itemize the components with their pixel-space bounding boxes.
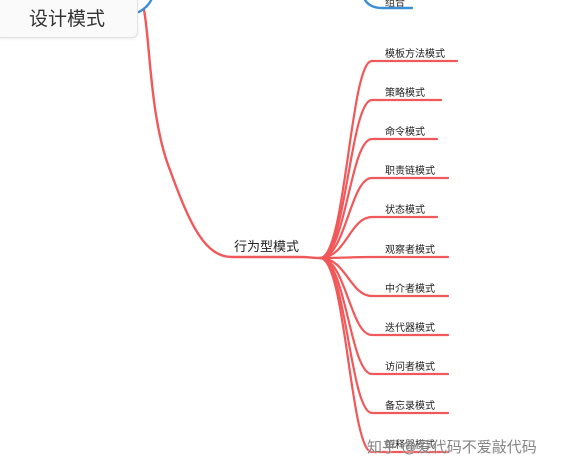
root-to-branch-connector xyxy=(142,8,322,260)
leaf-node[interactable]: 解释器模式 xyxy=(385,440,435,451)
branch-node-label: 行为型模式 xyxy=(234,240,300,255)
leaf-connector xyxy=(318,176,450,260)
root-node[interactable]: 设计模式 xyxy=(0,0,138,38)
leaf-connector xyxy=(318,255,450,260)
leaf-node[interactable]: 策略模式 xyxy=(385,88,425,99)
leaf-node[interactable]: 职责链模式 xyxy=(385,166,435,177)
leaf-node[interactable]: 模板方法模式 xyxy=(385,49,445,60)
root-to-structural-connector xyxy=(137,0,153,14)
leaf-label: 组合 xyxy=(385,0,405,9)
leaf-connector xyxy=(318,256,450,454)
leaf-node-partial-top[interactable]: 组合 xyxy=(385,0,405,9)
root-node-label: 设计模式 xyxy=(29,7,106,30)
leaf-node[interactable]: 中介者模式 xyxy=(385,284,435,295)
leaf-connector xyxy=(318,256,450,298)
branch-node-behavioral[interactable]: 行为型模式 xyxy=(234,236,299,255)
leaf-node[interactable]: 迭代器模式 xyxy=(385,323,435,334)
leaf-node[interactable]: 命令模式 xyxy=(385,127,425,138)
leaf-connector xyxy=(318,137,439,260)
leaf-connector xyxy=(318,215,439,260)
leaf-node[interactable]: 备忘录模式 xyxy=(385,401,435,412)
watermark: 知乎 @爱代码不爱敲代码 xyxy=(367,438,537,456)
structural-leaf-connector xyxy=(363,0,414,10)
leaf-node[interactable]: 访问者模式 xyxy=(385,362,435,373)
leaf-node[interactable]: 状态模式 xyxy=(385,205,425,216)
leaf-node[interactable]: 观察者模式 xyxy=(385,245,435,256)
